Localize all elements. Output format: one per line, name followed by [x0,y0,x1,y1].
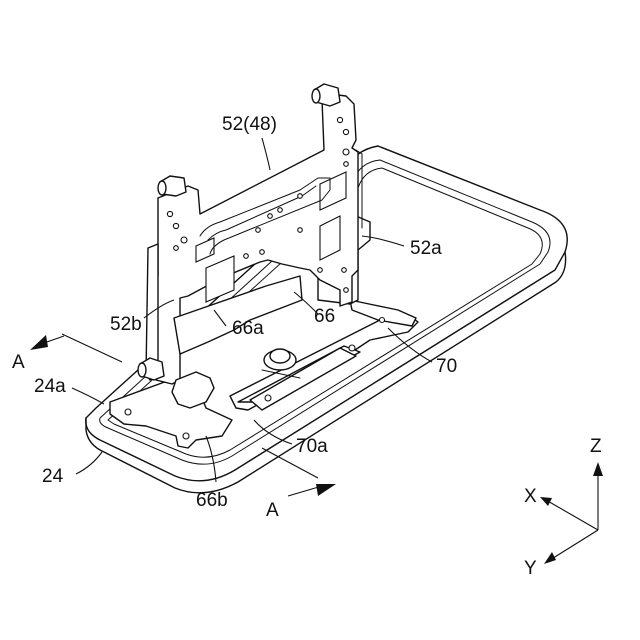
label-70a: 70a [296,436,328,457]
label-52b: 52b [110,314,142,335]
label-52-48: 52(48) [222,114,277,135]
label-66: 66 [314,306,335,327]
label-24a: 24a [34,376,66,397]
label-24: 24 [42,466,64,487]
axis-label-z: Z [590,436,602,457]
label-a-bottom: A [266,500,279,521]
label-a-left: A [12,352,25,373]
label-52a: 52a [410,238,442,259]
label-70: 70 [436,356,457,377]
label-66b: 66b [196,490,228,511]
axis-triad [540,462,603,564]
axis-label-y: Y [524,558,537,579]
axis-label-x: X [524,486,537,507]
label-66a: 66a [232,318,264,339]
